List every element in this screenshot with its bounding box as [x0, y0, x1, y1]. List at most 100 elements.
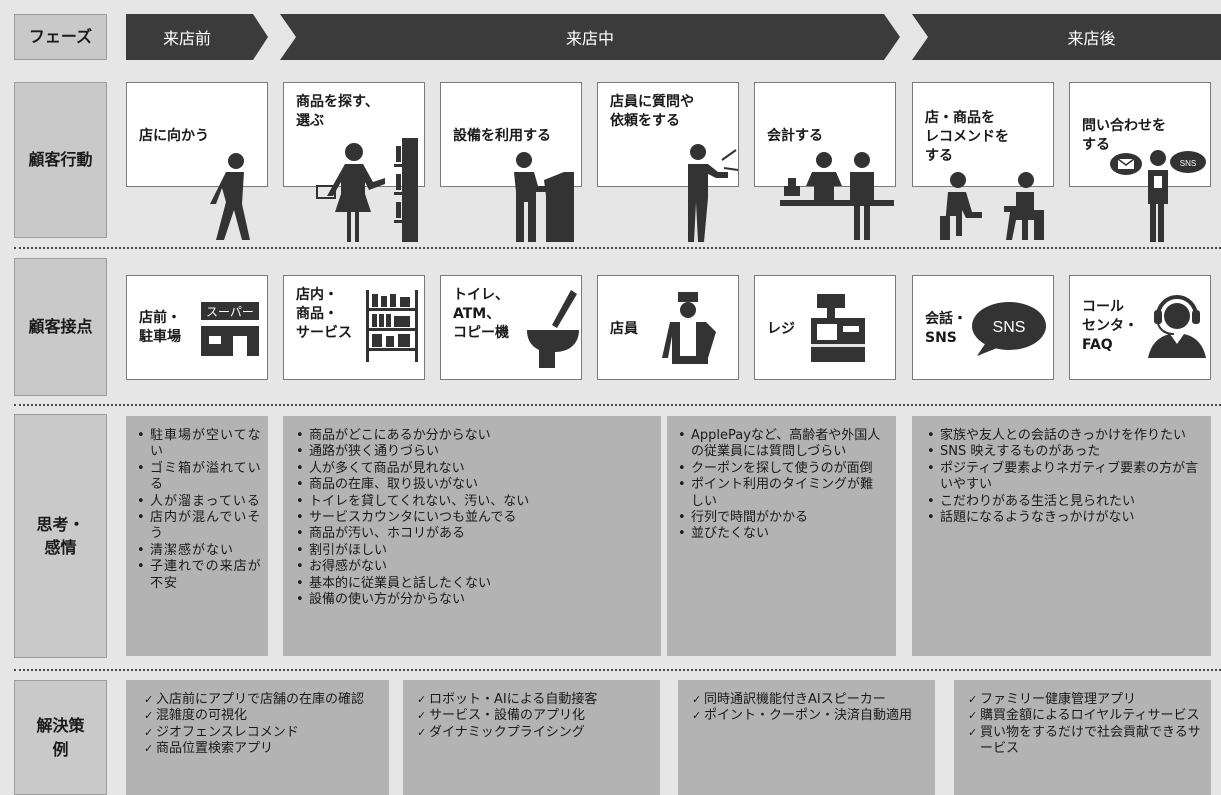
atm-user-icon [514, 152, 574, 242]
touchpoint-label: 店内・ 商品・ サービス [296, 287, 352, 341]
solutions-box-4: ファミリー健康管理アプリ 購買金額によるロイヤルティサービス 買い物をするだけで… [954, 680, 1211, 795]
thought-item: 子連れでの来店が不安 [136, 559, 262, 592]
solution-item: 入店前にアプリで店舗の在庫の確認 [144, 692, 381, 709]
behavior-label: 設備を利用する [453, 128, 551, 144]
thought-item: SNS 映えするものがあった [926, 444, 1203, 461]
behavior-card-recommend: 店・商品を レコメンドを する [912, 82, 1054, 187]
touchpoint-card-parking: 店前・ 駐車場 スーパー [126, 275, 268, 380]
touchpoint-label: レジ [767, 321, 795, 337]
supermarket-sign: スーパー [206, 305, 254, 319]
conversation-icon [940, 172, 1044, 240]
behavior-label: 会計する [767, 128, 823, 144]
phase-after: 来店後 [912, 14, 1221, 60]
thoughts-box-before: 駐車場が空いてない ゴミ箱が溢れている 人が溜まっている 店内が混んでいそう 清… [126, 416, 268, 656]
thought-item: 基本的に従業員と話したくない [295, 576, 653, 593]
thought-item: サービスカウンタにいつも並んでる [295, 510, 653, 527]
cash-register-icon [811, 294, 865, 362]
thought-item: 商品の在庫、取り扱いがない [295, 477, 653, 494]
touchpoint-card-staff: 店員 [597, 275, 739, 380]
shelf-icon [366, 290, 418, 362]
solution-item: サービス・設備のアプリ化 [417, 708, 652, 725]
solutions-box-2: ロボット・AIによる自動接客 サービス・設備のアプリ化 ダイナミックプライシング [403, 680, 660, 795]
touchpoint-card-register: レジ [754, 275, 896, 380]
touchpoint-card-store-products: 店内・ 商品・ サービス [283, 275, 425, 380]
thought-item: 人が溜まっている [136, 494, 262, 511]
thought-item: ApplePayなど、高齢者や外国人の従業員には質問しづらい [677, 428, 882, 461]
thought-item: 通路が狭く通りづらい [295, 444, 653, 461]
thought-item: ゴミ箱が溢れている [136, 461, 262, 494]
supermarket-icon: スーパー [201, 302, 259, 356]
row-label-phase: フェーズ [14, 14, 107, 60]
asking-person-icon [688, 144, 739, 242]
solutions-box-1: 入店前にアプリで店舗の在庫の確認 混雑度の可視化 ジオフェンスレコメンド 商品位… [126, 680, 389, 795]
thought-item: トイレを貸してくれない、汚い、ない [295, 494, 653, 511]
behavior-card-checkout: 会計する [754, 82, 896, 187]
thought-item: 家族や友人との会話のきっかけを作りたい [926, 428, 1203, 445]
behavior-label: 店員に質問や 依頼をする [610, 94, 694, 129]
solution-item: 商品位置検索アプリ [144, 741, 381, 758]
behavior-card-ask-staff: 店員に質問や 依頼をする [597, 82, 739, 187]
row-label-touchpoint: 顧客接点 [14, 258, 107, 396]
behavior-label: 商品を探す、 選ぶ [296, 94, 379, 129]
row-label-thoughts: 思考・ 感情 [14, 414, 107, 658]
solution-item: ファミリー健康管理アプリ [968, 692, 1203, 709]
behavior-label: 問い合わせを する [1082, 118, 1166, 153]
thoughts-box-during-2: ApplePayなど、高齢者や外国人の従業員には質問しづらい クーポンを探して使… [667, 416, 896, 656]
separator-3 [14, 669, 1221, 671]
sns-bubble-icon: SNS [972, 302, 1046, 356]
touchpoint-card-conversation-sns: 会話・ SNS SNS [912, 275, 1054, 380]
thought-item: 清潔感がない [136, 543, 262, 560]
solution-item: ジオフェンスレコメンド [144, 725, 381, 742]
staff-icon [662, 292, 716, 364]
solution-item: ロボット・AIによる自動接客 [417, 692, 652, 709]
touchpoint-label: コール センタ・ FAQ [1082, 299, 1138, 353]
phase-during: 来店中 [280, 14, 900, 60]
behavior-card-go-to-store: 店に向かう [126, 82, 268, 187]
touchpoint-label: トイレ、 ATM、 コピー機 [453, 287, 509, 341]
thought-item: 駐車場が空いてない [136, 428, 262, 461]
separator-2 [14, 404, 1221, 406]
touchpoint-card-toilet-atm: トイレ、 ATM、 コピー機 [440, 275, 582, 380]
solution-item: ダイナミックプライシング [417, 725, 652, 742]
thoughts-box-after: 家族や友人との会話のきっかけを作りたい SNS 映えするものがあった ポジティブ… [912, 416, 1211, 656]
thought-item: 行列で時間がかかる [677, 510, 882, 527]
thought-item: ポイント利用のタイミングが難しい [677, 477, 882, 510]
thought-item: 並びたくない [677, 526, 882, 543]
touchpoint-label: 店員 [610, 321, 638, 337]
behavior-card-use-facilities: 設備を利用する [440, 82, 582, 187]
thought-item: 人が多くて商品が見れない [295, 461, 653, 478]
behavior-label: 店に向かう [139, 128, 209, 144]
thought-item: 商品が汚い、ホコリがある [295, 526, 653, 543]
headset-operator-icon [1148, 295, 1206, 358]
thought-item: お得感がない [295, 559, 653, 576]
thought-item: 設備の使い方が分からない [295, 592, 653, 609]
shopping-person-icon [316, 138, 418, 242]
phase-before: 来店前 [126, 14, 268, 60]
solution-item: 混雑度の可視化 [144, 708, 381, 725]
thought-item: クーポンを探して使うのが面倒 [677, 461, 882, 478]
sns-bubble-label: SNS [993, 319, 1026, 336]
behavior-label: 店・商品を レコメンドを する [925, 110, 1009, 164]
walking-person-icon [210, 153, 250, 240]
solution-item: 購買金額によるロイヤルティサービス [968, 708, 1203, 725]
thoughts-box-during-1: 商品がどこにあるか分からない 通路が狭く通りづらい 人が多くて商品が見れない 商… [283, 416, 661, 656]
sns-small-label: SNS [1180, 159, 1196, 168]
touchpoint-label: 会話・ SNS [925, 311, 967, 346]
thought-item: 商品がどこにあるか分からない [295, 428, 653, 445]
checkout-icon [780, 152, 894, 240]
touchpoint-label: 店前・ 駐車場 [139, 310, 181, 345]
thought-item: 割引がほしい [295, 543, 653, 560]
row-label-solutions: 解決策 例 [14, 680, 107, 795]
touchpoint-card-call-center: コール センタ・ FAQ [1069, 275, 1211, 380]
separator-1 [14, 247, 1221, 249]
solution-item: ポイント・クーポン・決済自動適用 [692, 708, 927, 725]
solutions-box-3: 同時通訳機能付きAIスピーカー ポイント・クーポン・決済自動適用 [678, 680, 935, 795]
thought-item: 話題になるようなきっかけがない [926, 510, 1203, 527]
thought-item: こだわりがある生活と見られたい [926, 494, 1203, 511]
solution-item: 買い物をするだけで社会貢献できるサービス [968, 725, 1203, 758]
solution-item: 同時通訳機能付きAIスピーカー [692, 692, 927, 709]
thought-item: ポジティブ要素よりネガティブ要素の方が言いやすい [926, 461, 1203, 494]
toilet-icon [527, 290, 579, 368]
row-label-behavior: 顧客行動 [14, 82, 107, 238]
thought-item: 店内が混んでいそう [136, 510, 262, 543]
